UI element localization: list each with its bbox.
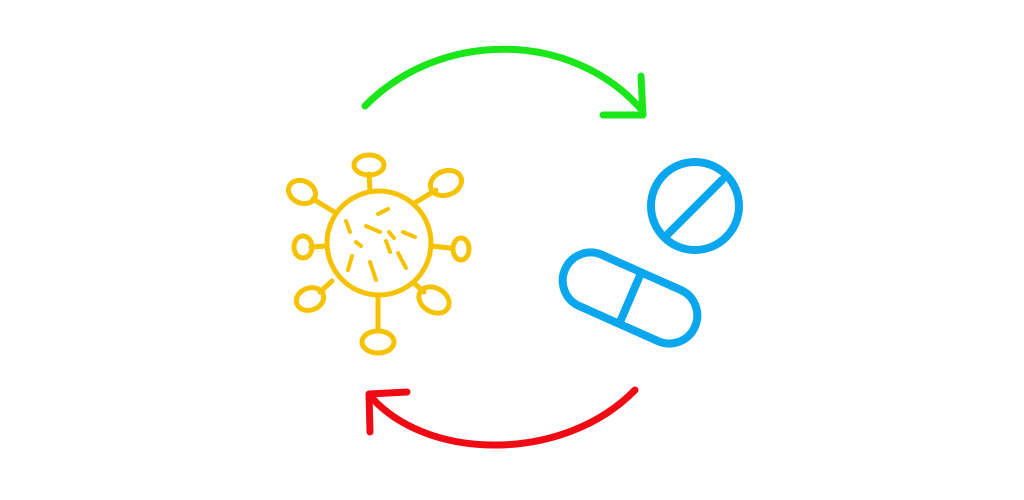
capsule-icon	[558, 248, 702, 348]
capsule-divider	[616, 269, 645, 326]
top-arrow-head	[599, 72, 647, 119]
tablet-icon	[647, 158, 743, 254]
top-arrow-icon	[361, 45, 647, 119]
bottom-arrow-head	[365, 388, 411, 436]
tablet-score-line	[664, 176, 726, 238]
top-arrow-arc	[361, 45, 644, 112]
virus-body	[324, 188, 434, 298]
bottom-arrow-arc	[368, 386, 639, 449]
tablet-outline	[647, 158, 743, 254]
bottom-arrow-icon	[365, 386, 639, 449]
virus-texture	[344, 207, 417, 282]
virus-icon	[285, 152, 472, 356]
